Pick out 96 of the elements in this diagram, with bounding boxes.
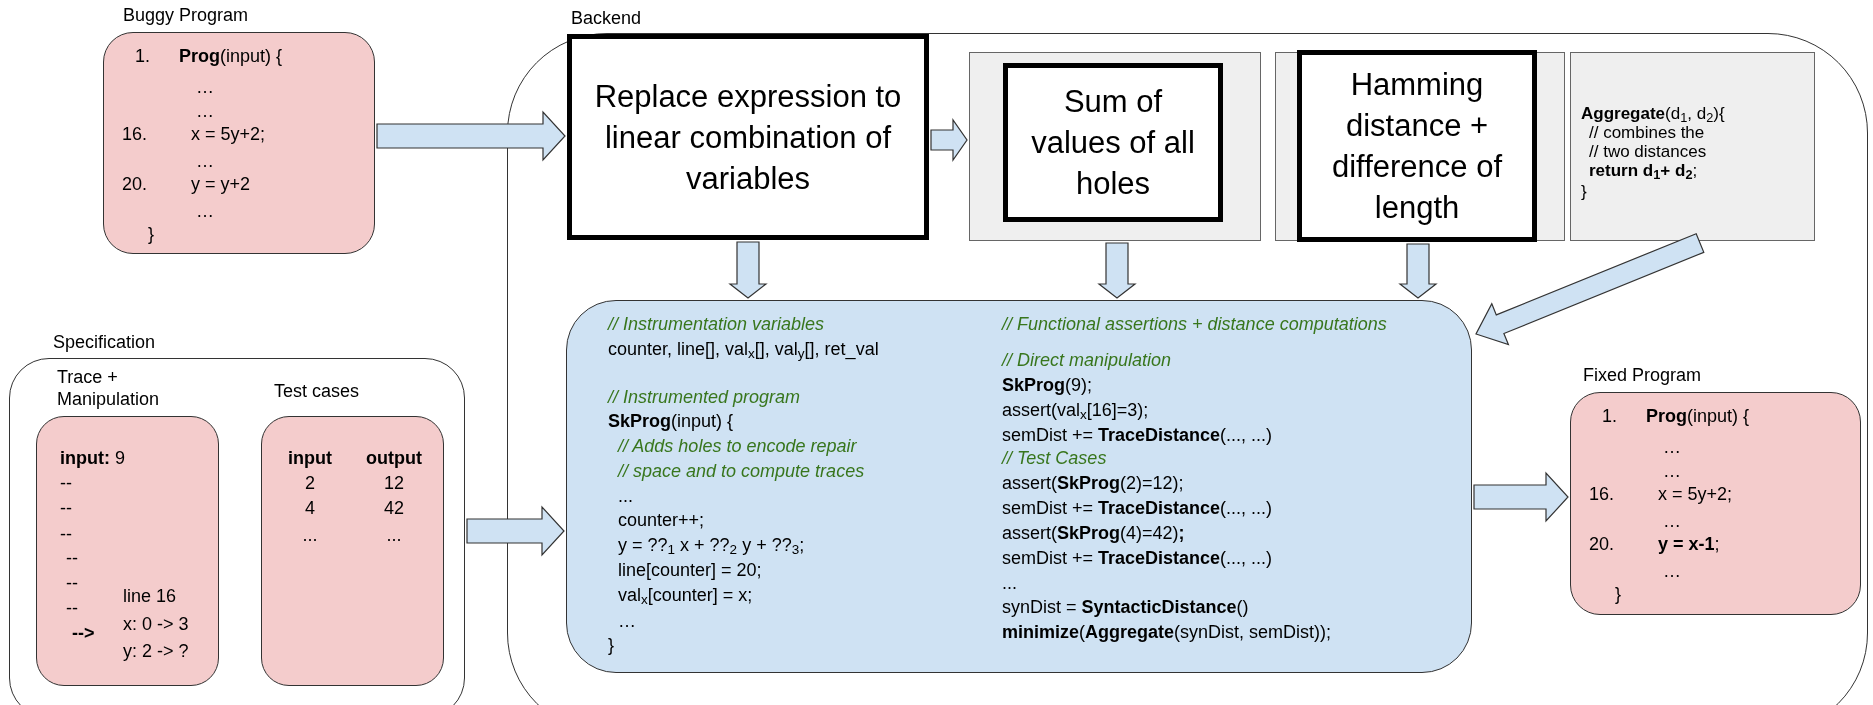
code-panel [1275,52,1565,241]
code-line: -- [66,572,78,594]
block-arrow [1475,232,1705,346]
table-cell-text: ... [385,524,403,546]
code-line: y = ??$_{1}$ x + ??$_{2}$ y + ??$_{3}$; [618,534,805,556]
code-comment: // Instrumented program [608,386,801,408]
block-arrow [376,110,566,162]
code-line: x = 5y+2; [191,123,266,145]
code-line: … [618,610,636,632]
annotation-text: Hamming distance + difference of length [1330,66,1504,227]
block-arrow [930,118,968,162]
code-panel [566,300,1472,673]
heading-label: Backend [571,7,642,29]
code-line: 20. [1589,533,1615,555]
code-line: 16. [122,123,148,145]
code-comment: // Test Cases [1002,447,1107,469]
code-line: ... [618,485,633,507]
code-line: … [1663,560,1681,582]
heading-label: Fixed Program [1583,364,1702,386]
code-line: y = y+2 [191,173,251,195]
block-arrow [1398,243,1438,299]
code-line: -- [60,523,72,545]
code-line: assert(SkProg(2)=12); [1002,472,1184,494]
block-arrow [1097,242,1137,299]
code-line: synDist = SyntacticDistance() [1002,596,1249,618]
annotation-text: Sum of values of all holes [1030,83,1196,203]
table-cell-text: 4 [304,497,316,519]
code-line: assert(val$_{x}$[16]=3); [1002,399,1149,421]
code-line: semDist += TraceDistance(..., ...) [1002,424,1273,446]
heading-label: Specification [53,331,156,353]
code-line: assert(SkProg(4)=42); [1002,522,1185,544]
code-line: -- [60,472,72,494]
code-line: counter, line[], val$_{x}$[], val$_{y}$[], ret_val [608,338,879,360]
code-comment: // Adds holes to encode repair [618,435,857,457]
code-line: -- [60,497,72,519]
heading-label: Buggy Program [123,4,249,26]
annotation-box [1003,63,1223,222]
table-cell-text: 2 [304,472,316,494]
code-line: 20. [122,173,148,195]
code-line: } [1615,583,1621,605]
code-line: … [196,150,214,172]
code-line: -- [66,547,78,569]
code-panel [969,52,1261,241]
block-arrow [728,241,768,299]
code-line: x = 5y+2; [1658,483,1733,505]
code-line: minimize(Aggregate(synDist, semDist)); [1002,621,1332,643]
code-line: SkProg(9); [1002,374,1093,396]
code-line: val$_{x}$[counter] = x; [618,584,753,606]
code-line: 1. [135,45,150,67]
heading-label: Test cases [274,380,360,402]
code-line: SkProg(input) { [608,410,734,432]
code-comment: // Functional assertions + distance computations [1002,313,1387,335]
code-line: } [1581,181,1587,203]
code-line: … [196,100,214,122]
annotation-box [1297,50,1537,242]
code-line: Aggregate(d$_{1}$, d$_{2}$){ [1581,103,1725,125]
code-line: return d$_{1}$+ d$_{2}$; [1589,160,1698,182]
code-line: --> [72,622,95,644]
code-line: } [148,223,154,245]
code-line: Prog(input) { [1646,405,1750,427]
code-line: // combines the [1589,122,1705,144]
heading-label: Trace + Manipulation [57,366,161,410]
block-arrow [466,505,565,557]
code-comment: // Instrumentation variables [608,313,825,335]
code-line: ... [1002,572,1017,594]
table-header: input [287,447,333,469]
code-line: 16. [1589,483,1615,505]
code-line: line 16 [123,585,177,607]
code-line: x: 0 -> 3 [123,613,189,635]
code-line: 1. [1602,405,1617,427]
code-line: … [1663,436,1681,458]
table-cell-text: 42 [383,497,405,519]
code-line: y: 2 -> ? [123,640,189,662]
code-comment: // space and to compute traces [618,460,865,482]
code-line: semDist += TraceDistance(..., ...) [1002,497,1273,519]
code-line: … [196,200,214,222]
code-line: input: 9 [60,447,125,469]
annotation-box [567,34,929,240]
block-arrow [1473,471,1569,523]
table-header: output [365,447,423,469]
code-panel [1570,52,1815,241]
code-line: Prog(input) { [179,45,283,67]
annotation-text: Replace expression to linear combination of variables [593,77,903,198]
code-line: … [1663,510,1681,532]
table-cell-text: ... [301,524,319,546]
code-line: counter++; [618,509,705,531]
code-line: line[counter] = 20; [618,559,762,581]
code-line: } [608,634,614,656]
code-line: … [196,76,214,98]
code-line: // two distances [1589,141,1707,163]
code-line: semDist += TraceDistance(..., ...) [1002,547,1273,569]
code-line: … [1663,460,1681,482]
table-cell-text: 12 [383,472,405,494]
code-line: y = x-1; [1658,533,1720,555]
code-line: -- [66,597,78,619]
code-comment: // Direct manipulation [1002,349,1172,371]
